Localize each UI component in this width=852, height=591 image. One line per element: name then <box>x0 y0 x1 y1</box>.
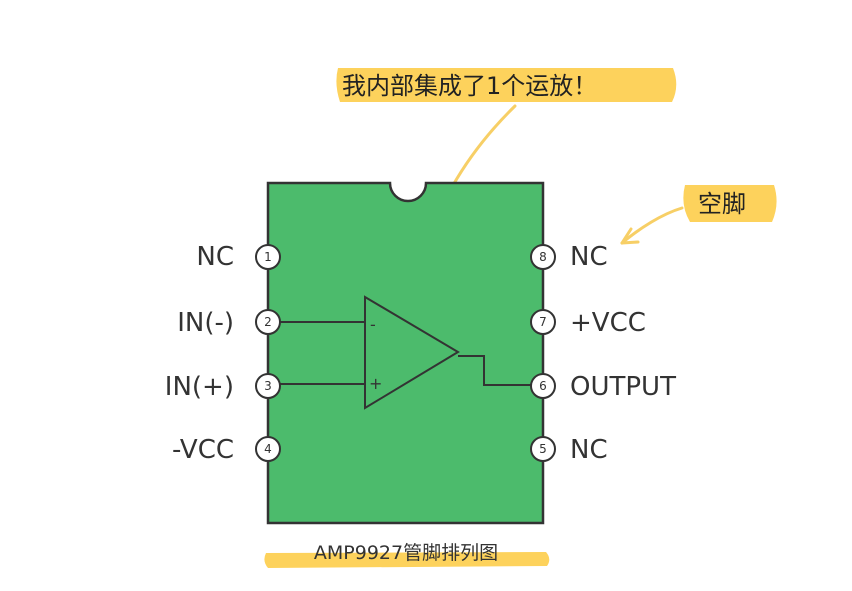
pin-3-number: 3 <box>264 379 272 393</box>
pin-6-label: OUTPUT <box>570 372 676 402</box>
pin-2-label: IN(-) <box>177 308 234 338</box>
pin-8: 8 NC <box>530 242 608 272</box>
pin-8-label: NC <box>570 242 608 272</box>
pin-8-number: 8 <box>539 250 547 264</box>
pin-7-number: 7 <box>539 315 547 329</box>
pin-7-label: +VCC <box>570 308 646 338</box>
caption-highlight <box>264 552 550 568</box>
pin-1: 1 NC <box>196 242 281 272</box>
pin-1-label: NC <box>196 242 234 272</box>
chip-body <box>266 181 545 525</box>
pin-7: 7 +VCC <box>530 308 646 338</box>
opamp-minus-sign: - <box>370 315 376 334</box>
pin-3: 3 IN(+) <box>165 372 281 402</box>
pin-3-label: IN(+) <box>165 372 234 402</box>
callout-top-highlight <box>336 68 677 102</box>
opamp-plus-sign: + <box>369 374 382 393</box>
pin-2-number: 2 <box>264 315 272 329</box>
pin-4-label: -VCC <box>172 435 234 465</box>
pin-5: 5 NC <box>530 435 608 465</box>
callout-right-highlight <box>683 185 777 222</box>
pin-4: 4 -VCC <box>172 435 281 465</box>
pin-5-number: 5 <box>539 442 547 456</box>
pin-6-number: 6 <box>539 379 547 393</box>
pin-1-number: 1 <box>264 250 272 264</box>
pin-5-label: NC <box>570 435 608 465</box>
callout-right-text: 空脚 <box>698 190 746 218</box>
callout-right-arrow <box>620 206 684 245</box>
caption-text: AMP9927管脚排列图 <box>314 542 498 564</box>
callout-top-text: 我内部集成了1个运放！ <box>342 72 597 100</box>
pin-4-number: 4 <box>264 442 272 456</box>
pin-2: 2 IN(-) <box>177 308 281 338</box>
pin-6: 6 OUTPUT <box>530 372 676 402</box>
opamp-symbol <box>268 295 543 410</box>
